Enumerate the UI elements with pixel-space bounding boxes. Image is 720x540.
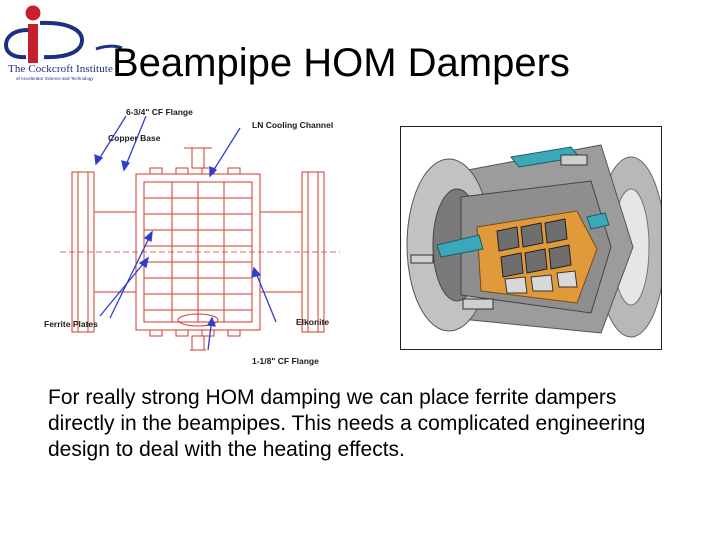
cockcroft-logo: The Cockcroft Institute of Accelerator S… [0, 0, 135, 92]
label-elkonite: Elkonite [296, 317, 330, 327]
slide-body-text: For really strong HOM damping we can pla… [48, 386, 646, 461]
cockcroft-logo-mark [3, 5, 123, 63]
cross-section-lines [60, 115, 340, 351]
logo-name: The Cockcroft Institute [8, 63, 113, 75]
cutaway-illustration [406, 144, 661, 338]
slide-title: Beampipe HOM Dampers [112, 41, 570, 85]
damper-cross-section-drawing: 6-3/4" CF Flange Copper Base LN Cooling … [40, 100, 370, 375]
label-cf-flange-bottom: 1-1/8" CF Flange [252, 356, 319, 366]
label-ferrite-plates: Ferrite Plates [44, 319, 98, 329]
damper-3d-cutaway-image [400, 126, 662, 350]
label-copper-base: Copper Base [108, 133, 161, 143]
logo-subtitle: of Accelerator Science and Technology [16, 76, 94, 81]
label-cf-flange-top: 6-3/4" CF Flange [126, 107, 193, 117]
label-ln-cooling-channel: LN Cooling Channel [252, 120, 334, 130]
